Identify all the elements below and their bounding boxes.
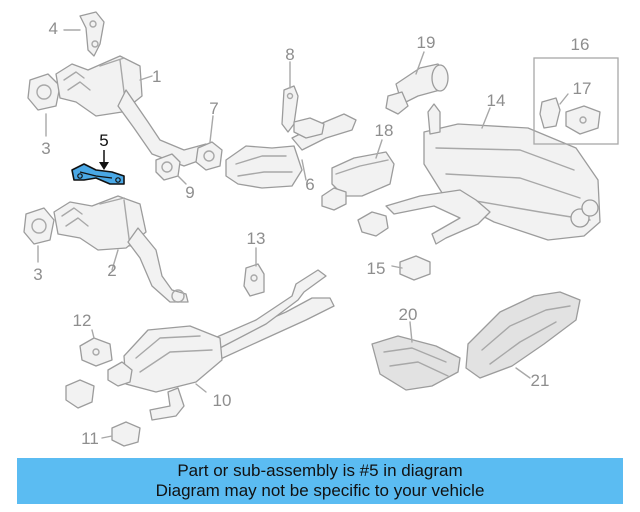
part-15-clamps	[357, 211, 431, 281]
callout-11: 11	[81, 429, 99, 448]
callout-3-lower: 3	[33, 265, 42, 284]
callout-8: 8	[285, 45, 294, 64]
callout-19: 19	[417, 33, 436, 52]
part-12-hanger	[79, 337, 113, 367]
callout-1: 1	[152, 67, 161, 86]
leader-lines	[37, 29, 569, 439]
callout-12: 12	[73, 311, 92, 330]
part-19-tailpipe-tip	[385, 63, 449, 115]
part-1-upper-converter	[55, 55, 213, 167]
callout-labels: 4 1 3 5 3 2 8 7 9 6 19 14 16 17 18 15 13…	[33, 19, 591, 448]
callout-18: 18	[375, 121, 394, 140]
part-16-hanger-kit-box	[533, 57, 619, 145]
part-4-bracket	[79, 11, 105, 57]
banner-line-1: Part or sub-assembly is #5 in diagram	[177, 461, 463, 480]
callout-6: 6	[305, 175, 314, 194]
info-banner: Part or sub-assembly is #5 in diagram Di…	[17, 458, 623, 504]
callout-7: 7	[209, 99, 218, 118]
part-11-clamps	[65, 379, 141, 447]
part-3-lower-gasket	[23, 207, 55, 245]
part-20-heat-shield	[371, 335, 461, 391]
part-10-center-muffler	[107, 325, 223, 421]
callout-17: 17	[573, 79, 592, 98]
part-18-front-muffler	[321, 151, 395, 211]
part-13-hanger	[243, 263, 265, 297]
callout-10: 10	[213, 391, 232, 410]
part-14-rear-muffler	[385, 103, 601, 245]
exhaust-parts-diagram: 4 1 3 5 3 2 8 7 9 6 19 14 16 17 18 15 13…	[23, 11, 619, 448]
callout-9: 9	[185, 183, 194, 202]
callout-5-highlighted: 5	[99, 131, 108, 150]
part-5-bracket-highlighted	[71, 163, 125, 185]
part-21-heat-shield	[465, 291, 581, 379]
callout-13: 13	[247, 229, 266, 248]
callout-20: 20	[399, 305, 418, 324]
callout-14: 14	[487, 91, 506, 110]
callout-16: 16	[571, 35, 590, 54]
callout-4: 4	[49, 19, 58, 38]
part-2-lower-converter	[53, 195, 189, 303]
callout-21: 21	[531, 371, 550, 390]
part-3-upper-gasket	[27, 73, 61, 111]
callout-15: 15	[367, 259, 386, 278]
callout-2: 2	[107, 261, 116, 280]
callout-3-upper: 3	[41, 139, 50, 158]
part-9-clamp	[155, 153, 181, 181]
part-6-center-converter	[225, 113, 357, 189]
banner-line-2: Diagram may not be specific to your vehi…	[155, 481, 485, 500]
center-exhaust-pipes	[195, 269, 335, 363]
part-7-gasket	[195, 141, 223, 171]
